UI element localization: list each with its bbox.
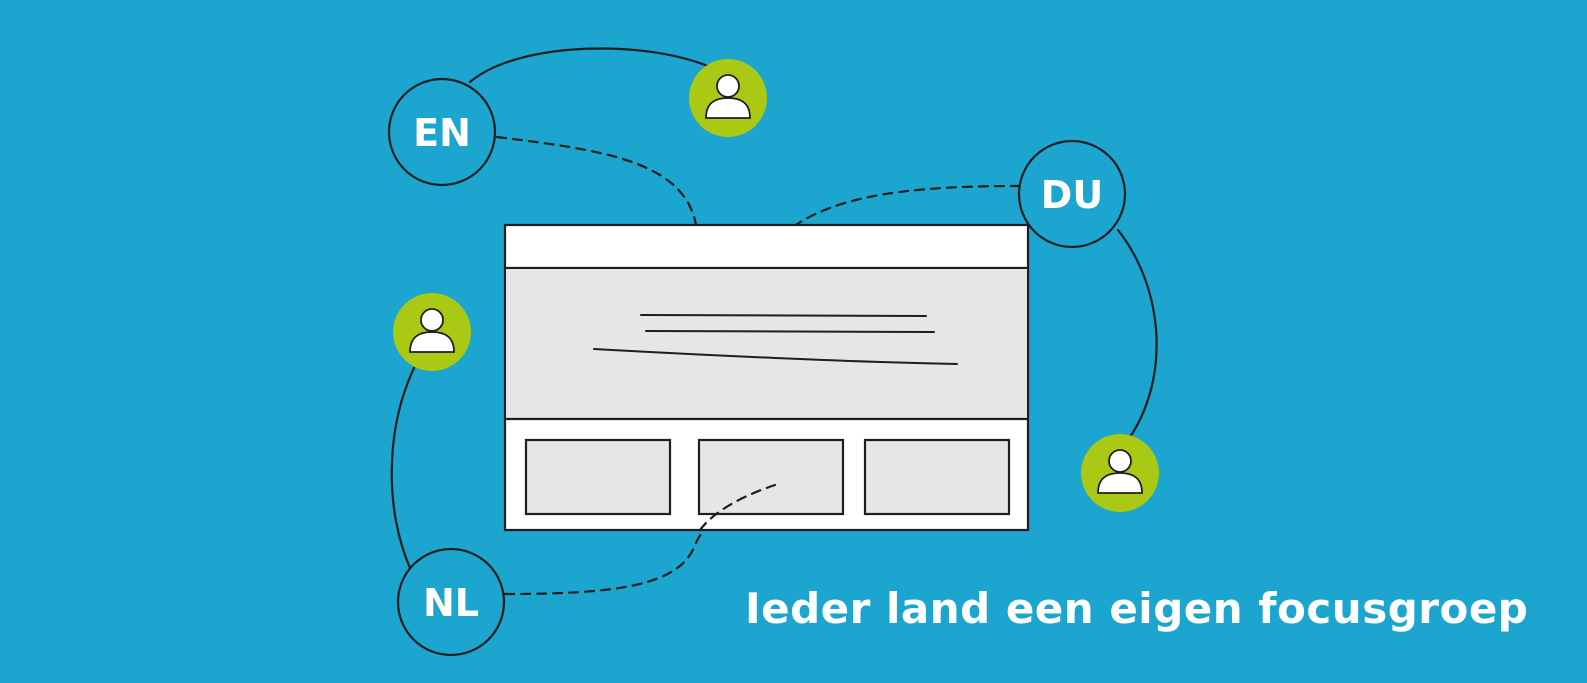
language-label-nl: NL (423, 581, 479, 625)
connector-nl-user (390, 366, 416, 570)
content-card-3 (863, 438, 1011, 516)
language-label-du: DU (1041, 173, 1103, 217)
caption: Ieder land een eigen focusgroep (745, 584, 1529, 633)
connector-du-user (1116, 228, 1158, 442)
hero-block (506, 269, 1027, 419)
language-label-en: EN (413, 111, 471, 155)
dashed-link-nl-screen (503, 483, 777, 596)
language-node-du: DU (1017, 139, 1127, 249)
connector-en-user (468, 47, 714, 84)
website-wireframe (503, 223, 1030, 532)
dashed-link-en-screen (495, 135, 699, 234)
text-line-3 (593, 348, 958, 365)
language-node-nl: NL (396, 547, 506, 657)
text-line-1 (640, 314, 927, 317)
user-icon (393, 293, 471, 371)
content-card-1 (524, 438, 672, 516)
user-icon (1081, 434, 1159, 512)
text-line-2 (645, 330, 935, 333)
dashed-link-nl-cards (698, 483, 777, 532)
user-icon (689, 59, 767, 137)
language-node-en: EN (387, 77, 497, 187)
content-card-2 (697, 438, 845, 516)
